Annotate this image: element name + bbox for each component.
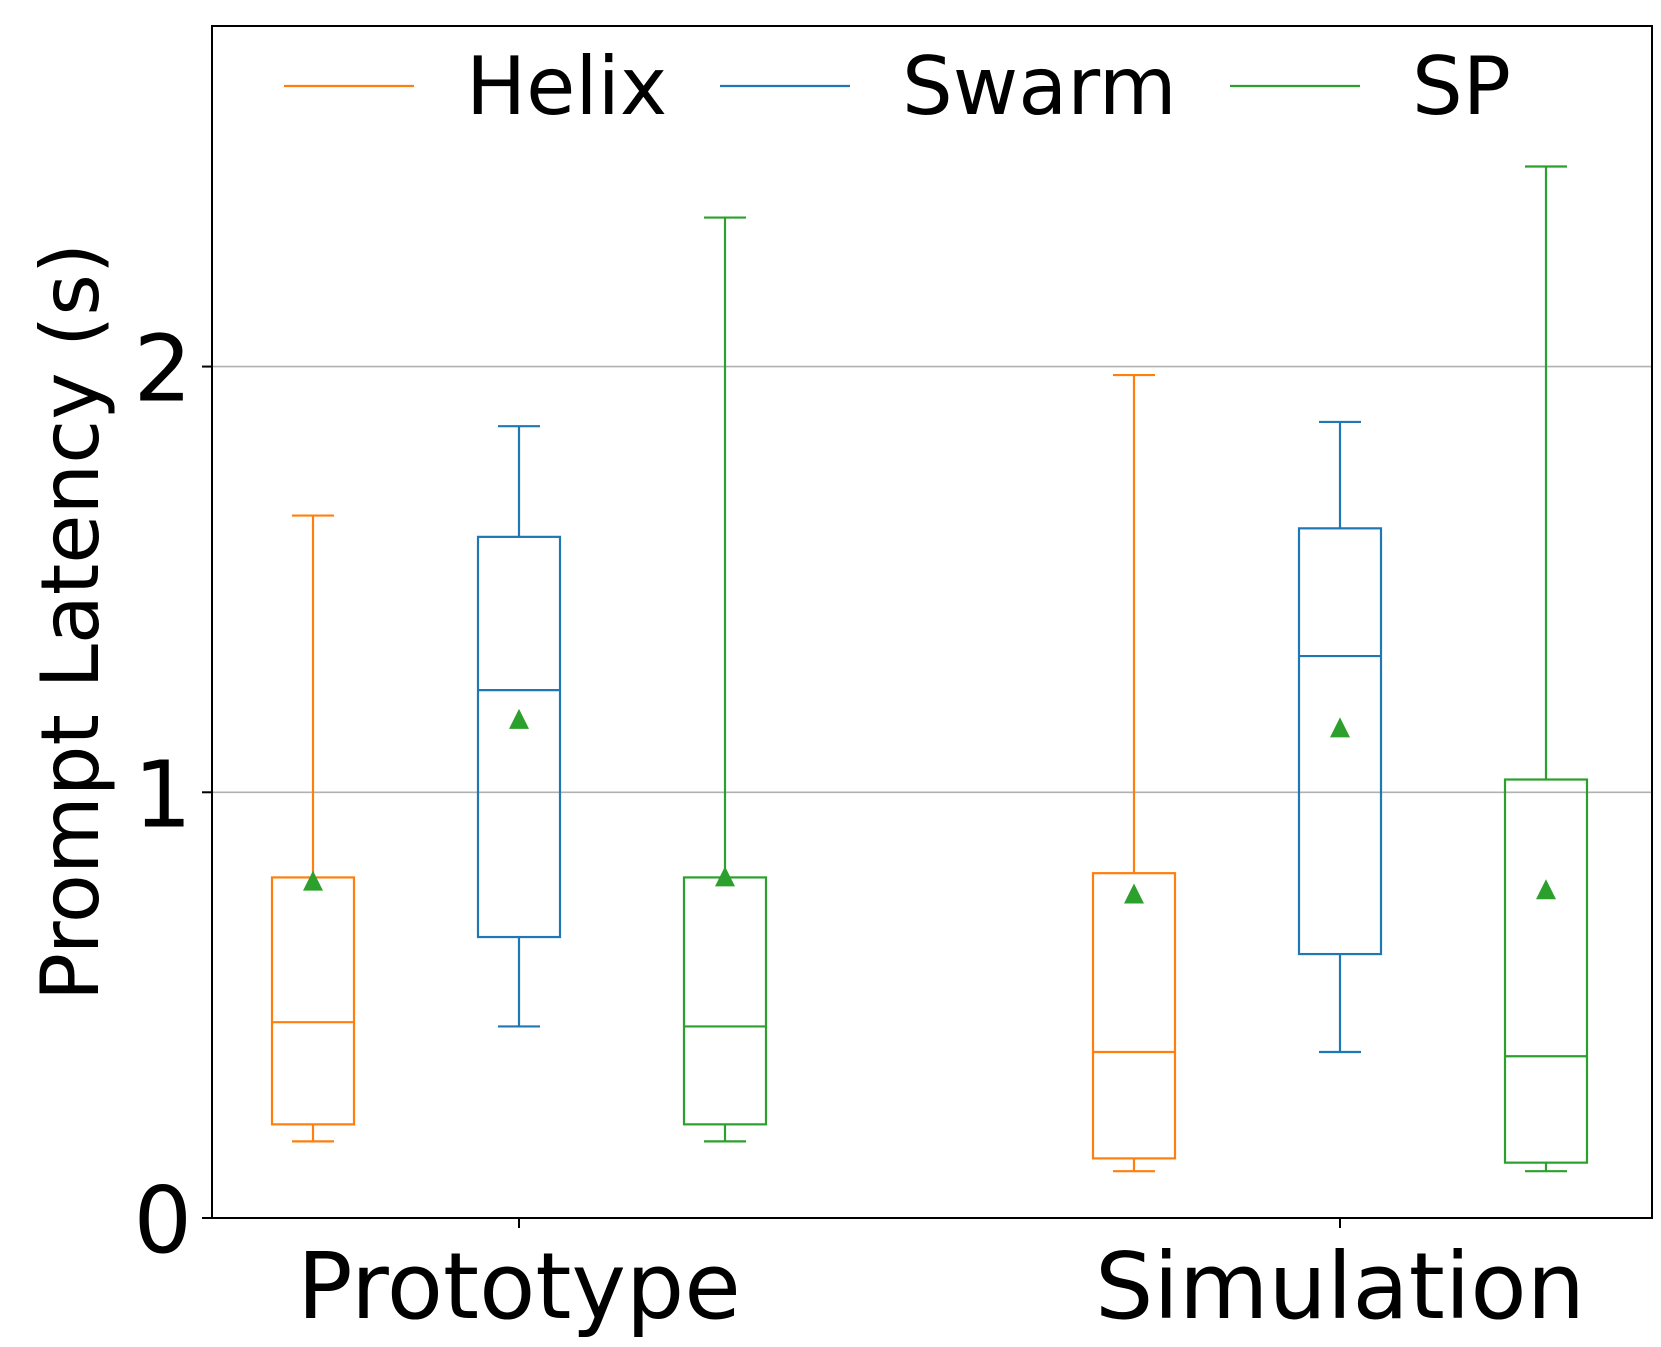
box-helix-prototype [270,514,356,1143]
mean-marker [303,870,323,891]
grid-lines [212,365,1652,794]
mean-marker [509,708,529,729]
legend-label: Helix [466,40,667,133]
box-swarm-prototype [476,425,562,1028]
y-tick-label: 0 [133,1167,192,1274]
iqr-box [1503,778,1589,1164]
box-helix-simulation [1091,373,1177,1173]
box-swarm-simulation [1297,420,1383,1054]
box-sp-prototype [682,216,768,1143]
iqr-box [682,876,768,1126]
mean-marker [1124,883,1144,904]
legend-label: Swarm [902,40,1177,133]
iqr-box [1091,872,1177,1160]
box-sp-simulation [1503,165,1589,1173]
legend: Helix Swarm SP [284,40,1511,133]
legend-item-helix: Helix [284,40,667,133]
y-tick-label: 1 [133,741,192,848]
legend-item-sp: SP [1230,40,1511,133]
y-tick-label: 2 [133,316,192,423]
box-plots [270,165,1589,1173]
x-tick-label: Prototype [297,1233,741,1340]
y-axis-label: Prompt Latency (s) [24,243,117,1001]
x-tick-label: Simulation [1095,1233,1585,1340]
legend-item-swarm: Swarm [720,40,1177,133]
plot-frame [211,25,1653,1219]
mean-marker [1330,717,1350,738]
mean-marker [1536,879,1556,900]
mean-marker [715,866,735,887]
iqr-box [1297,527,1383,956]
legend-label: SP [1412,40,1511,133]
iqr-box [270,876,356,1126]
iqr-box [476,535,562,939]
